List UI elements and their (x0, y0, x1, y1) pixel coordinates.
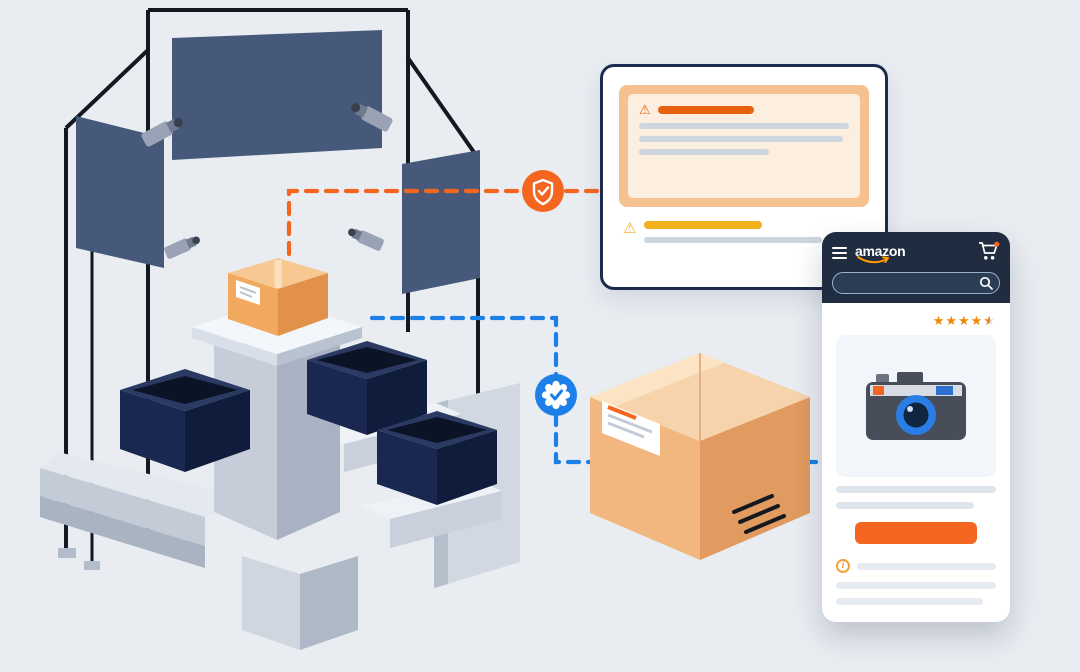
product-text-bar (836, 502, 974, 509)
amazon-logo: amazon (855, 243, 906, 264)
check-icon (537, 186, 550, 196)
base-column (242, 556, 358, 650)
verified-seal-badge (535, 374, 577, 416)
check-icon (550, 389, 563, 401)
box-label (236, 280, 260, 305)
frame-foot (84, 561, 100, 570)
orange-dashed-connector (286, 188, 603, 257)
sorting-bin (307, 341, 427, 435)
camera-icon (348, 228, 384, 251)
frame-foot (58, 548, 76, 558)
alert-secondary-title-bar (644, 221, 763, 229)
app-header: amazon (822, 232, 1010, 303)
camera-illustration (866, 372, 966, 440)
alert-text-bar (639, 136, 843, 142)
product-text-bar (836, 486, 996, 493)
info-text-bar (857, 562, 996, 570)
shipping-label (602, 401, 660, 456)
sorting-bin (120, 369, 250, 472)
amazon-smile-icon (857, 256, 889, 264)
box-mark-lines (732, 494, 786, 534)
alert-message-box: ⚠ (628, 94, 860, 198)
menu-icon[interactable] (832, 247, 847, 259)
search-bar[interactable] (832, 272, 1000, 294)
left-light-panel (76, 116, 164, 268)
alert-secondary-text-bar (644, 237, 823, 243)
right-light-panel (402, 150, 480, 294)
top-light-panel (172, 30, 382, 160)
amazon-app-phone: amazon (822, 232, 1010, 622)
alert-highlight-region: ⚠ (619, 85, 869, 207)
camera-icon (351, 103, 393, 132)
warning-triangle-icon: ⚠ (639, 102, 651, 117)
shield-icon (532, 178, 554, 206)
warning-triangle-icon: ⚠ (623, 220, 637, 237)
left-platform (40, 452, 248, 568)
shield-check-badge (522, 170, 564, 212)
amazon-logo-text: amazon (855, 243, 906, 259)
full-stars: ★★★★ (932, 313, 984, 328)
camera-icon (164, 236, 200, 259)
imaging-station (40, 8, 520, 650)
box-tape (590, 353, 724, 407)
alert-text-bar (639, 149, 770, 155)
product-text-bar (836, 582, 996, 589)
product-box-on-pedestal (228, 258, 328, 336)
sorting-bin (377, 411, 497, 505)
product-page: ★★★★★★ i (822, 303, 1010, 619)
alert-text-bar (639, 123, 849, 129)
buy-button[interactable] (855, 522, 977, 544)
alert-title-bar (657, 105, 754, 114)
info-icon: i (836, 559, 850, 573)
product-image (836, 335, 996, 477)
camera-icon (141, 118, 183, 147)
cardboard-shipping-box (590, 353, 810, 560)
search-icon (979, 276, 993, 290)
seal-icon (541, 380, 571, 410)
cart-icon[interactable] (978, 241, 1000, 266)
rating-stars: ★★★★★★ (836, 313, 996, 329)
half-star: ★★ (983, 313, 996, 328)
product-text-bar (836, 598, 984, 605)
